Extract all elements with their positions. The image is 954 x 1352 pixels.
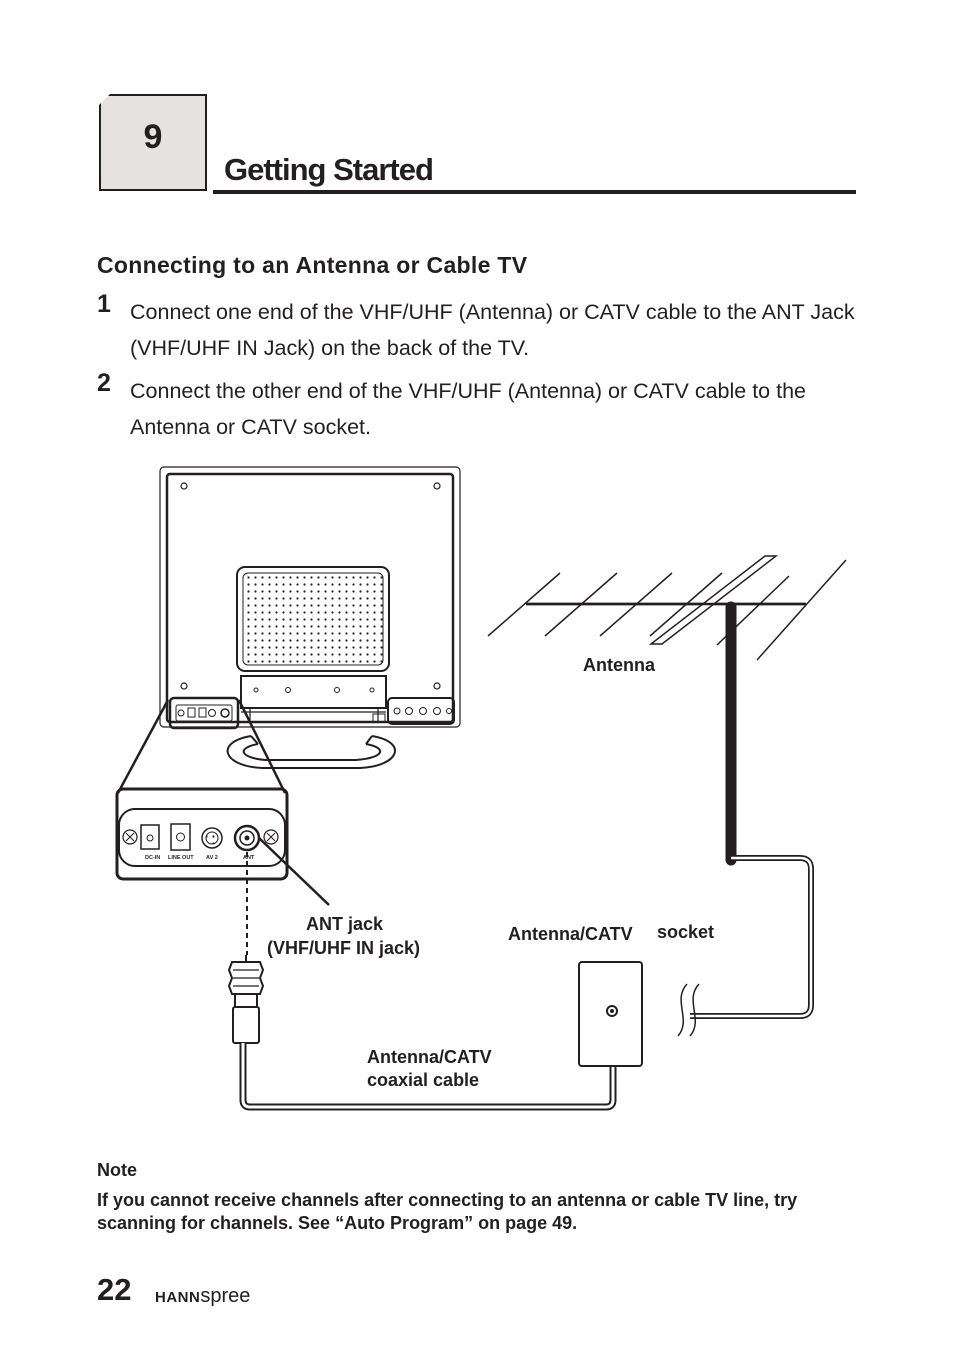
ant-jack-sublabel: (VHF/UHF IN jack)	[267, 938, 421, 958]
ant-jack-label: ANT jack	[306, 914, 384, 934]
cable-label-primary: Antenna/CATV	[367, 1047, 492, 1067]
step-number: 2	[97, 369, 111, 397]
zoom-callout-lines	[116, 699, 287, 794]
brand-bold: HANN	[155, 1289, 201, 1306]
step-text: Connect the other end of the VHF/UHF (An…	[130, 379, 807, 439]
tv-back-illustration	[159, 466, 461, 769]
brand-light: spree	[200, 1285, 251, 1307]
chapter-tab	[99, 94, 207, 191]
step-text: Connect one end of the VHF/UHF (Antenna)…	[130, 300, 855, 360]
connector-panel-closeup	[115, 787, 330, 955]
socket-label-secondary: socket	[657, 922, 715, 942]
note-heading: Note	[97, 1160, 137, 1180]
coax-plug-illustration	[227, 955, 265, 1044]
brand-logo: HANNspree	[155, 1285, 250, 1308]
page-number: 22	[97, 1272, 132, 1307]
title-rule	[213, 190, 856, 194]
section-heading: Connecting to an Antenna or Cable TV	[97, 252, 528, 278]
antenna-illustration	[487, 555, 847, 1037]
panel-label-av2: AV 2	[206, 855, 218, 861]
chapter-number: 9	[143, 118, 163, 156]
wall-socket-illustration	[578, 961, 643, 1067]
step-number: 1	[97, 290, 111, 318]
antenna-label: Antenna	[583, 655, 655, 675]
note-text: If you cannot receive channels after con…	[97, 1190, 798, 1233]
socket-label-primary: Antenna/CATV	[508, 924, 633, 944]
chapter-title: Getting Started	[224, 152, 434, 187]
panel-label-line-out: LINE OUT	[168, 855, 194, 861]
panel-label-ant: ANT	[243, 855, 255, 861]
panel-label-dc-in: DC-IN	[145, 855, 160, 861]
cable-label-secondary: coaxial cable	[367, 1070, 480, 1090]
